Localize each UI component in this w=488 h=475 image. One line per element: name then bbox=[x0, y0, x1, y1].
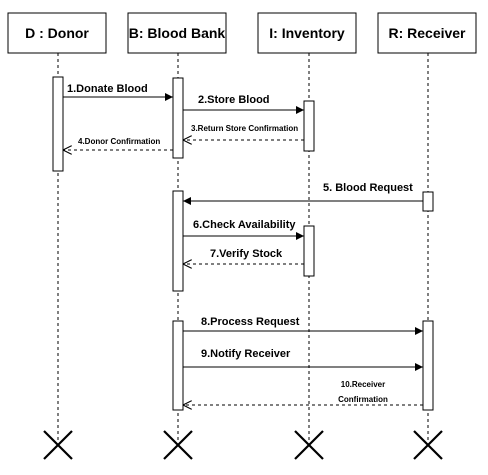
message-label-4: 4.Donor Confirmation bbox=[78, 137, 160, 146]
participant-blood-bank: B: Blood Bank bbox=[127, 12, 227, 54]
message-label-10-line-2: Confirmation bbox=[338, 395, 388, 404]
message-label-3: 3.Return Store Confirmation bbox=[191, 124, 298, 133]
message-label-9: 9.Notify Receiver bbox=[201, 348, 291, 360]
activation-blood-bank-1 bbox=[172, 77, 184, 159]
message-labels: 1.Donate Blood 2.Store Blood 3.Return St… bbox=[67, 83, 413, 404]
message-label-6: 6.Check Availability bbox=[193, 219, 296, 231]
message-label-2: 2.Store Blood bbox=[198, 94, 270, 106]
message-label-1: 1.Donate Blood bbox=[67, 83, 148, 95]
termination-x-icon-receiver bbox=[413, 430, 443, 460]
message-label-5: 5. Blood Request bbox=[323, 182, 413, 194]
activation-blood-bank-3 bbox=[172, 320, 184, 411]
participant-label: I: Inventory bbox=[269, 25, 345, 41]
activation-receiver-1 bbox=[422, 191, 434, 212]
participant-label: D : Donor bbox=[25, 25, 89, 41]
activation-receiver-2 bbox=[422, 320, 434, 411]
participant-box bbox=[7, 12, 107, 54]
activation-blood-bank-2 bbox=[172, 190, 184, 292]
participant-box bbox=[377, 12, 477, 54]
terminations bbox=[43, 430, 443, 460]
activation-inventory-2 bbox=[303, 225, 315, 277]
participant-box bbox=[257, 12, 357, 54]
participant-donor: D : Donor bbox=[7, 12, 107, 54]
activation-inventory-1 bbox=[303, 100, 315, 152]
participant-box bbox=[127, 12, 227, 54]
activation-donor bbox=[52, 76, 64, 172]
termination-x-icon-blood-bank bbox=[163, 430, 193, 460]
messages bbox=[63, 93, 423, 405]
message-label-7: 7.Verify Stock bbox=[210, 248, 283, 260]
activations bbox=[52, 76, 434, 411]
message-label-10-line-1: 10.Receiver bbox=[341, 380, 385, 389]
termination-x-icon-donor bbox=[43, 430, 73, 460]
participant-receiver: R: Receiver bbox=[377, 12, 477, 54]
message-label-8: 8.Process Request bbox=[201, 316, 300, 328]
participant-label: B: Blood Bank bbox=[129, 25, 226, 41]
termination-x-icon-inventory bbox=[294, 430, 324, 460]
participant-label: R: Receiver bbox=[388, 25, 466, 41]
participant-inventory: I: Inventory bbox=[257, 12, 357, 54]
